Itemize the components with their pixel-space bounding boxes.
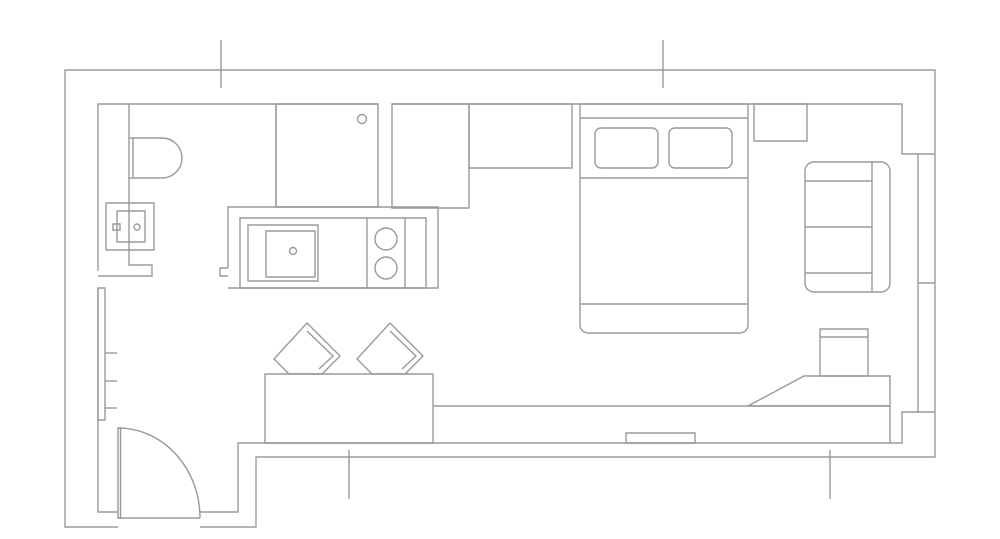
refrigerator — [392, 104, 469, 208]
desk-top — [748, 376, 890, 406]
hob-burner — [375, 228, 397, 250]
hob-burner — [375, 257, 397, 279]
armchair-outline — [357, 323, 423, 374]
nightstand — [754, 104, 807, 141]
outer-wall-outline — [65, 70, 935, 527]
inner-wall-outline — [98, 104, 918, 512]
armchair — [357, 323, 423, 374]
shower-tray — [276, 104, 378, 207]
kitchen-sink-basin — [266, 231, 315, 277]
radiator — [98, 288, 117, 420]
side-table — [265, 374, 433, 443]
door-leaf — [118, 428, 121, 518]
kitchen-sink-frame — [248, 225, 318, 281]
bathroom-faucet — [113, 224, 120, 230]
bathroom-sink-basin — [117, 211, 145, 242]
kitchen-sink-drain — [290, 248, 297, 255]
kitchen — [220, 207, 438, 288]
toilet-bowl — [133, 138, 182, 178]
kitchen-counter-end — [220, 268, 228, 276]
toilet — [129, 138, 182, 178]
bathroom-sink-counter — [106, 203, 154, 250]
armchair-back — [307, 331, 333, 369]
window-right — [918, 154, 935, 412]
tv-console — [626, 433, 695, 443]
armchair — [274, 323, 340, 374]
shower-area — [276, 104, 378, 207]
pillow — [595, 128, 658, 168]
entrance-door — [118, 428, 200, 518]
pillow — [669, 128, 732, 168]
armchair-outline — [274, 323, 340, 374]
kitchen-counter-outline — [228, 207, 438, 288]
floor-plan-lines — [65, 40, 935, 527]
desk — [433, 329, 890, 443]
shower-drain — [358, 115, 367, 124]
office-chair — [820, 329, 868, 376]
wardrobe — [469, 104, 572, 168]
armchair-back — [390, 331, 416, 369]
double-bed — [580, 104, 748, 333]
bathroom-sink-drain — [134, 224, 140, 230]
exterior-walls — [65, 70, 935, 527]
kitchen-counter-top — [240, 218, 426, 288]
radiator-body — [98, 288, 105, 420]
bathroom-sink — [106, 203, 154, 250]
reference-ticks — [221, 40, 830, 499]
bed-frame — [580, 104, 748, 333]
sofa — [805, 162, 890, 292]
door-swing-arc — [118, 428, 200, 518]
